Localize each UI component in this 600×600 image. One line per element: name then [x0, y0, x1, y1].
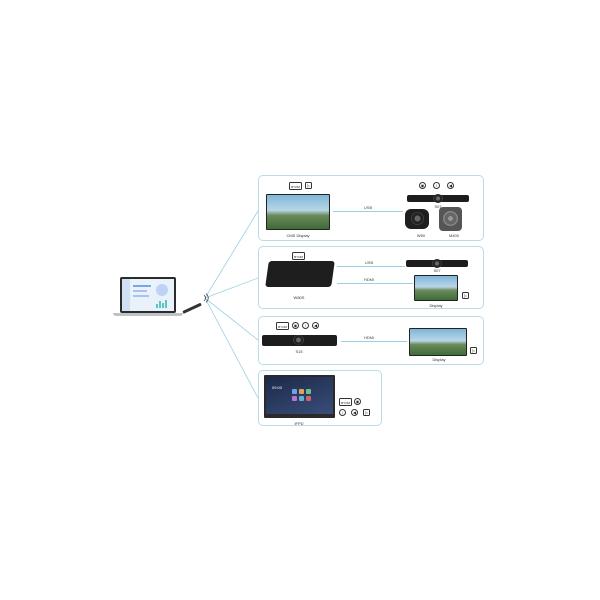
- display-label: Display: [429, 303, 443, 308]
- w80s-label: W80S: [293, 295, 305, 300]
- panel-w80s: BYOM W80S USB HDMI S07 ▷ Display: [258, 246, 484, 309]
- laptop-screen: [120, 277, 176, 313]
- laptop-sidebar: [122, 279, 130, 311]
- microphone-icon: ♀: [339, 409, 346, 416]
- speaker-icon: ◀: [447, 182, 454, 189]
- s07-label: S07: [433, 268, 441, 273]
- s07-label: S07: [434, 204, 442, 209]
- s15-camera-lens: [293, 335, 304, 345]
- display-icon: ▷: [462, 292, 469, 299]
- display-icon: ▷: [470, 347, 477, 354]
- laptop-bar-chart: [156, 300, 170, 308]
- ifpd-screen-content: 09:00: [266, 377, 333, 414]
- display-label: Display: [432, 357, 446, 362]
- laptop: [113, 277, 183, 322]
- w50-label: W50: [416, 233, 426, 238]
- usb-link-label: USB: [363, 205, 373, 210]
- usb-link-line: [337, 266, 405, 267]
- m400-label: M400: [448, 233, 460, 238]
- panel-ifpd: 09:00 IFPD BYOM ◉ ♀ ◀ ▷: [258, 370, 382, 426]
- ifpd-time: 09:00: [272, 385, 283, 390]
- w80s-hub: [265, 261, 335, 287]
- connector-row-3: [204, 297, 259, 341]
- connector-row-4: [204, 297, 259, 399]
- hdmi-link-line: [341, 341, 407, 342]
- display-screen: [414, 275, 458, 301]
- laptop-base: [113, 313, 183, 316]
- s07-camera-lens: [433, 194, 443, 203]
- wifi-icon: [203, 293, 209, 303]
- laptop-display-content: [122, 279, 174, 311]
- speaker-icon: ◀: [351, 409, 358, 416]
- speaker-icon: ◀: [312, 322, 319, 329]
- display-icon: ▷: [363, 409, 370, 416]
- cms-display-label: CMS Display: [286, 233, 310, 238]
- byom-badge: BYOM: [292, 252, 305, 260]
- s07-camera-lens: [432, 259, 442, 268]
- w50-camera: [405, 209, 429, 229]
- usb-link-label: USB: [364, 260, 374, 265]
- byom-badge: BYOM: [276, 322, 289, 330]
- usb-link-line: [333, 211, 403, 212]
- panel-s15: BYOM ◉ ♀ ◀ S15 HDMI ▷ Display: [258, 316, 484, 365]
- hdmi-link-line: [337, 283, 413, 284]
- m400-speakerphone: [439, 207, 462, 231]
- byom-badge: BYOM: [289, 182, 302, 190]
- connector-row-2: [204, 277, 259, 299]
- byom-badge: BYOM: [339, 398, 352, 406]
- microphone-icon: ♀: [433, 182, 440, 189]
- video-camera-icon: ◉: [419, 182, 426, 189]
- ifpd-label: IFPD: [294, 421, 304, 426]
- hdmi-link-label: HDMI: [363, 335, 375, 340]
- display-icon: ▷: [305, 182, 312, 189]
- laptop-text-lines: [133, 285, 151, 287]
- hdmi-link-label: HDMI: [363, 277, 375, 282]
- video-camera-icon: ◉: [354, 398, 361, 405]
- panel-cms-display: BYOM ▷ CMS Display USB ◉ ♀ ◀ S07 W50 M40…: [258, 175, 484, 241]
- connector-row-1: [204, 210, 259, 299]
- s15-label: S15: [295, 349, 303, 354]
- microphone-icon: ♀: [302, 322, 309, 329]
- laptop-pie-chart: [156, 284, 168, 296]
- display-screen: [409, 328, 467, 356]
- ifpd-screen: 09:00: [264, 375, 335, 418]
- cms-display-screen: [266, 194, 330, 230]
- video-camera-icon: ◉: [292, 322, 299, 329]
